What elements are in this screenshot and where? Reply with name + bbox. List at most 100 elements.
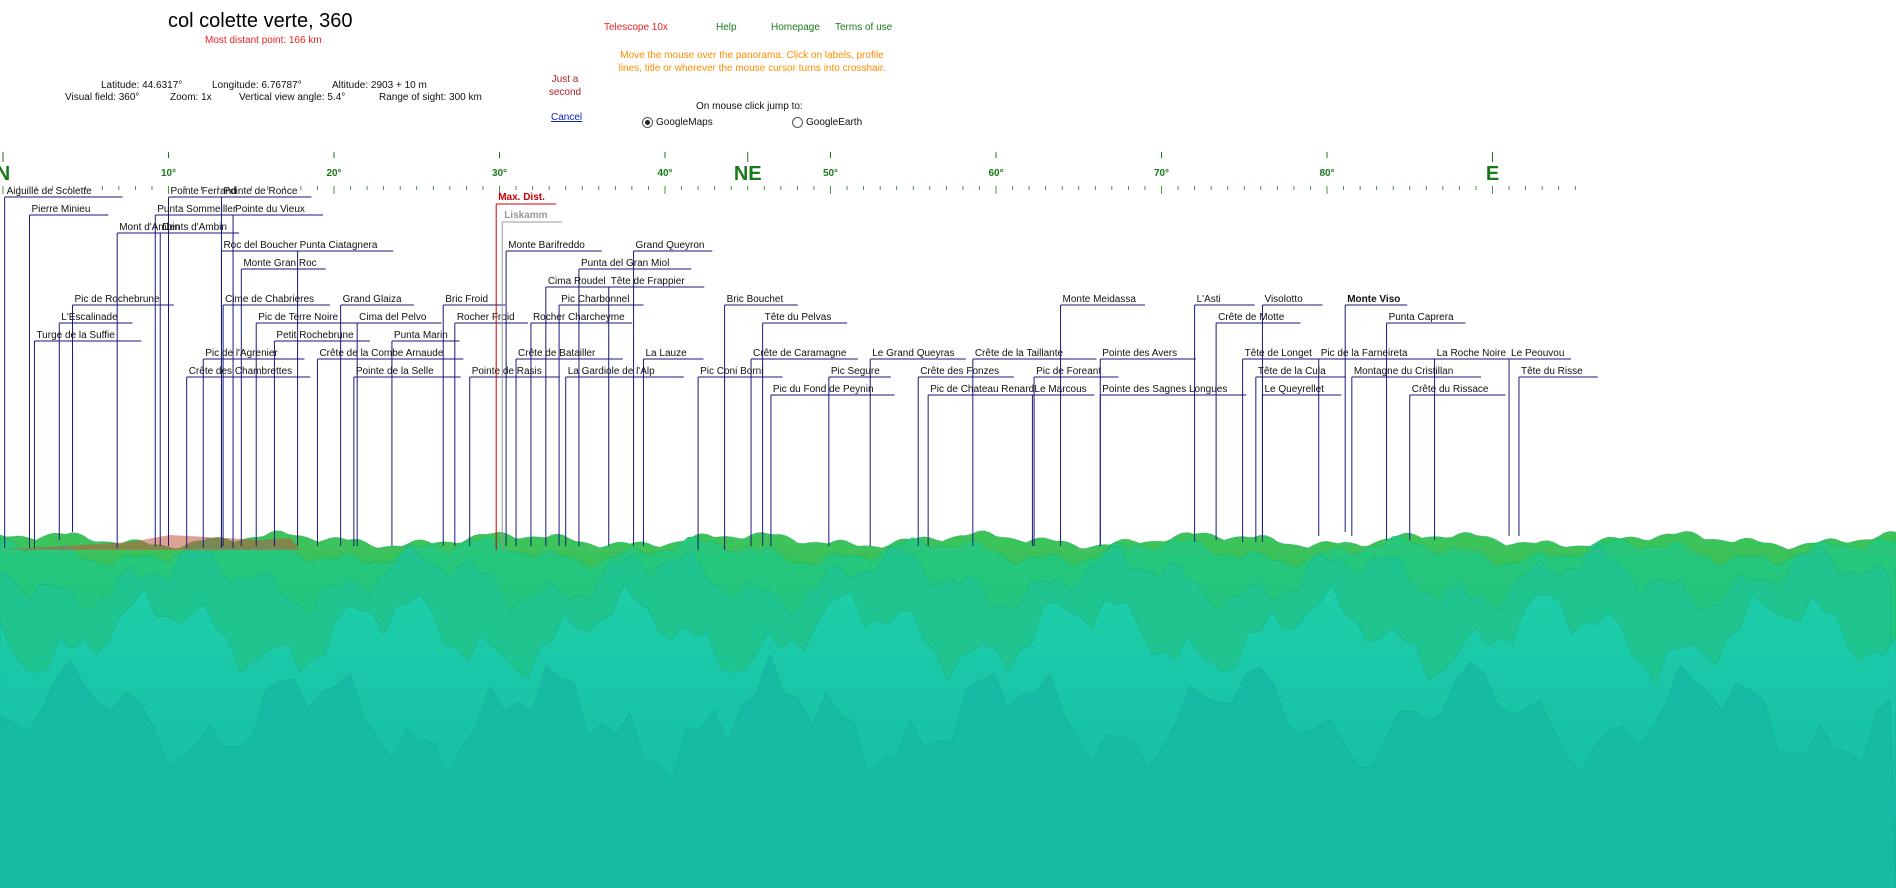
peak-label[interactable]: Pic Coni Borni [697,366,783,550]
peak-label[interactable]: Monte Meidassa [1060,294,1145,546]
telescope-link[interactable]: Telescope 10x [604,22,668,33]
peak-name[interactable]: Roc del Boucher [223,240,298,251]
peak-name[interactable]: Punta Ciatagnera [300,240,378,251]
peak-label[interactable]: Pointe de Rasis [469,366,560,546]
peak-label[interactable]: Monte Viso [1344,294,1408,532]
peak-name[interactable]: La Gardiole de l'Alp [568,366,655,377]
peak-name[interactable]: La Lauze [645,348,687,359]
peak-name[interactable]: Crête de la Taillante [975,348,1064,359]
radio-selected-icon[interactable] [642,117,653,128]
radio-unselected-icon[interactable] [792,117,803,128]
peak-label[interactable]: Visolotto [1261,294,1323,540]
peak-name[interactable]: Pic de Rochebrune [75,294,160,305]
peak-label[interactable]: Crête du Rissace [1409,384,1506,540]
peak-name[interactable]: Pointe Ferrand [171,186,237,197]
max-distance-marker[interactable]: Max. Dist.Liskamm [495,192,563,550]
peak-name[interactable]: Mont d'Ambin [119,222,180,233]
peak-name[interactable]: Montagne du Cristillan [1354,366,1454,377]
peak-label[interactable]: Crête de Batailler [515,348,623,546]
peak-name[interactable]: Le Queyrellet [1264,384,1324,395]
peak-name[interactable]: Pic de la Farneireta [1321,348,1408,359]
peak-name[interactable]: Pointe des Avers [1102,348,1177,359]
peak-label[interactable]: Pointe de la Selle [353,366,461,546]
peak-name[interactable]: Crête des Fonzes [920,366,999,377]
peak-name[interactable]: Tête du Risse [1521,366,1583,377]
peak-label[interactable]: Monte Barifreddo [505,240,602,546]
peak-label[interactable]: Bric Bouchet [724,294,798,550]
peak-label[interactable]: Le Queyrellet [1261,384,1342,542]
peak-name[interactable]: Monte Barifreddo [508,240,585,251]
peak-label[interactable]: Punta Marin [391,330,460,546]
peak-label[interactable]: Rocher Charcheyme [530,312,633,546]
peak-name[interactable]: Pointe de Rasis [472,366,542,377]
peak-name[interactable]: Turge de la Suffie [36,330,115,341]
peak-label[interactable]: La Gardiole de l'Alp [565,366,684,546]
terms-of-use-link[interactable]: Terms of use [835,22,893,33]
peak-name[interactable]: Monte Meidassa [1063,294,1137,305]
peak-label[interactable]: Pointe des Avers [1099,348,1196,546]
peak-name[interactable]: Pic de l'Agrenier [205,348,278,359]
peak-name[interactable]: Crête de la Combe Arnaude [319,348,443,359]
peak-label[interactable]: Pic de Terre Noire [255,312,364,546]
peak-name[interactable]: Bric Froid [445,294,488,305]
peak-name[interactable]: Pierre Minieu [31,204,90,215]
help-link[interactable]: Help [716,22,737,33]
peak-name[interactable]: Pointe du Vieux [235,204,305,215]
peak-label[interactable]: Tête de Frappier [608,276,705,546]
peak-name[interactable]: Punta del Gran Miol [581,258,669,269]
peak-name[interactable]: Grand Glaiza [343,294,402,305]
peak-label[interactable]: Cime de Chabrieres [222,294,330,546]
page-title[interactable]: col colette verte, 360 [168,10,353,32]
peak-label[interactable]: Rocher Froid [454,312,529,546]
peak-label[interactable]: Mont d'Ambin [116,222,191,548]
peak-label[interactable]: Crête de Motte [1215,312,1301,540]
peak-name[interactable]: Le Grand Queyras [872,348,954,359]
peak-name[interactable]: Bric Bouchet [727,294,784,305]
peak-label[interactable]: Crête de Caramagne [750,348,858,546]
peak-name[interactable]: Crête du Rissace [1412,384,1489,395]
peak-name[interactable]: Cime de Chabrieres [225,294,314,305]
peak-name[interactable]: Crête des Chambrettes [189,366,292,377]
homepage-link[interactable]: Homepage [771,22,820,33]
peak-name[interactable]: Pic Charbonnel [561,294,629,305]
peak-label[interactable]: Punta del Gran Miol [578,258,692,546]
peak-label[interactable]: L'Asti [1194,294,1255,542]
peak-label[interactable]: Pic de l'Agrenier [202,348,305,548]
peak-name[interactable]: Cima Roudel [548,276,606,287]
peak-label[interactable]: Aiguille de Scolette [4,186,123,548]
peak-label[interactable]: La Lauze [642,348,704,546]
peak-name[interactable]: Dents d'Ambin [162,222,227,233]
peak-label[interactable]: L'Escalinade [58,312,133,540]
peak-label[interactable]: Montagne du Cristillan [1351,366,1482,536]
peak-label[interactable]: Pic Charbonnel [558,294,644,546]
peak-label[interactable]: Grand Glaiza [340,294,414,546]
peak-name[interactable]: Tête de Frappier [611,276,686,287]
peak-name[interactable]: L'Asti [1197,294,1221,305]
peak-name[interactable]: Punta Sommeiller [157,204,237,215]
peak-label[interactable]: Punta Caprera [1386,312,1466,540]
peak-name[interactable]: Punta Marin [394,330,448,341]
peak-name[interactable]: Crête de Batailler [518,348,596,359]
liskamm-label[interactable]: Liskamm [504,210,547,221]
peak-label[interactable]: Roc del Boucher [220,240,312,548]
peak-name[interactable]: Crête de Caramagne [753,348,847,359]
peak-label[interactable]: Le Peouvou [1508,348,1572,536]
peak-label[interactable]: Cima Roudel [545,276,614,546]
peak-label[interactable]: Cima del Pelvo [356,312,442,546]
googleearth-radio[interactable]: GoogleEarth [792,117,862,128]
peak-name[interactable]: Aiguille de Scolette [7,186,92,197]
peak-name[interactable]: Pic du Fond de Peynin [773,384,874,395]
peak-name[interactable]: Tête du Pelvas [765,312,832,323]
peak-label[interactable]: La Roche Noire [1434,348,1519,540]
peak-name[interactable]: Pointe de Ronce [223,186,297,197]
peak-label[interactable]: Pic de la Farneireta [1318,348,1437,536]
peak-label[interactable]: Turge de la Suffie [33,330,142,548]
peak-label[interactable]: Punta Ciatagnera [297,240,394,546]
peak-name[interactable]: Pointe des Sagnes Longues [1102,384,1227,395]
peak-label[interactable]: Crête des Fonzes [917,366,1014,546]
peak-label[interactable]: Le Marcous [1031,384,1095,546]
peak-name[interactable]: Le Peouvou [1511,348,1564,359]
terrain-layer[interactable] [0,530,1896,888]
peak-label[interactable]: Pic Segure [828,366,891,546]
